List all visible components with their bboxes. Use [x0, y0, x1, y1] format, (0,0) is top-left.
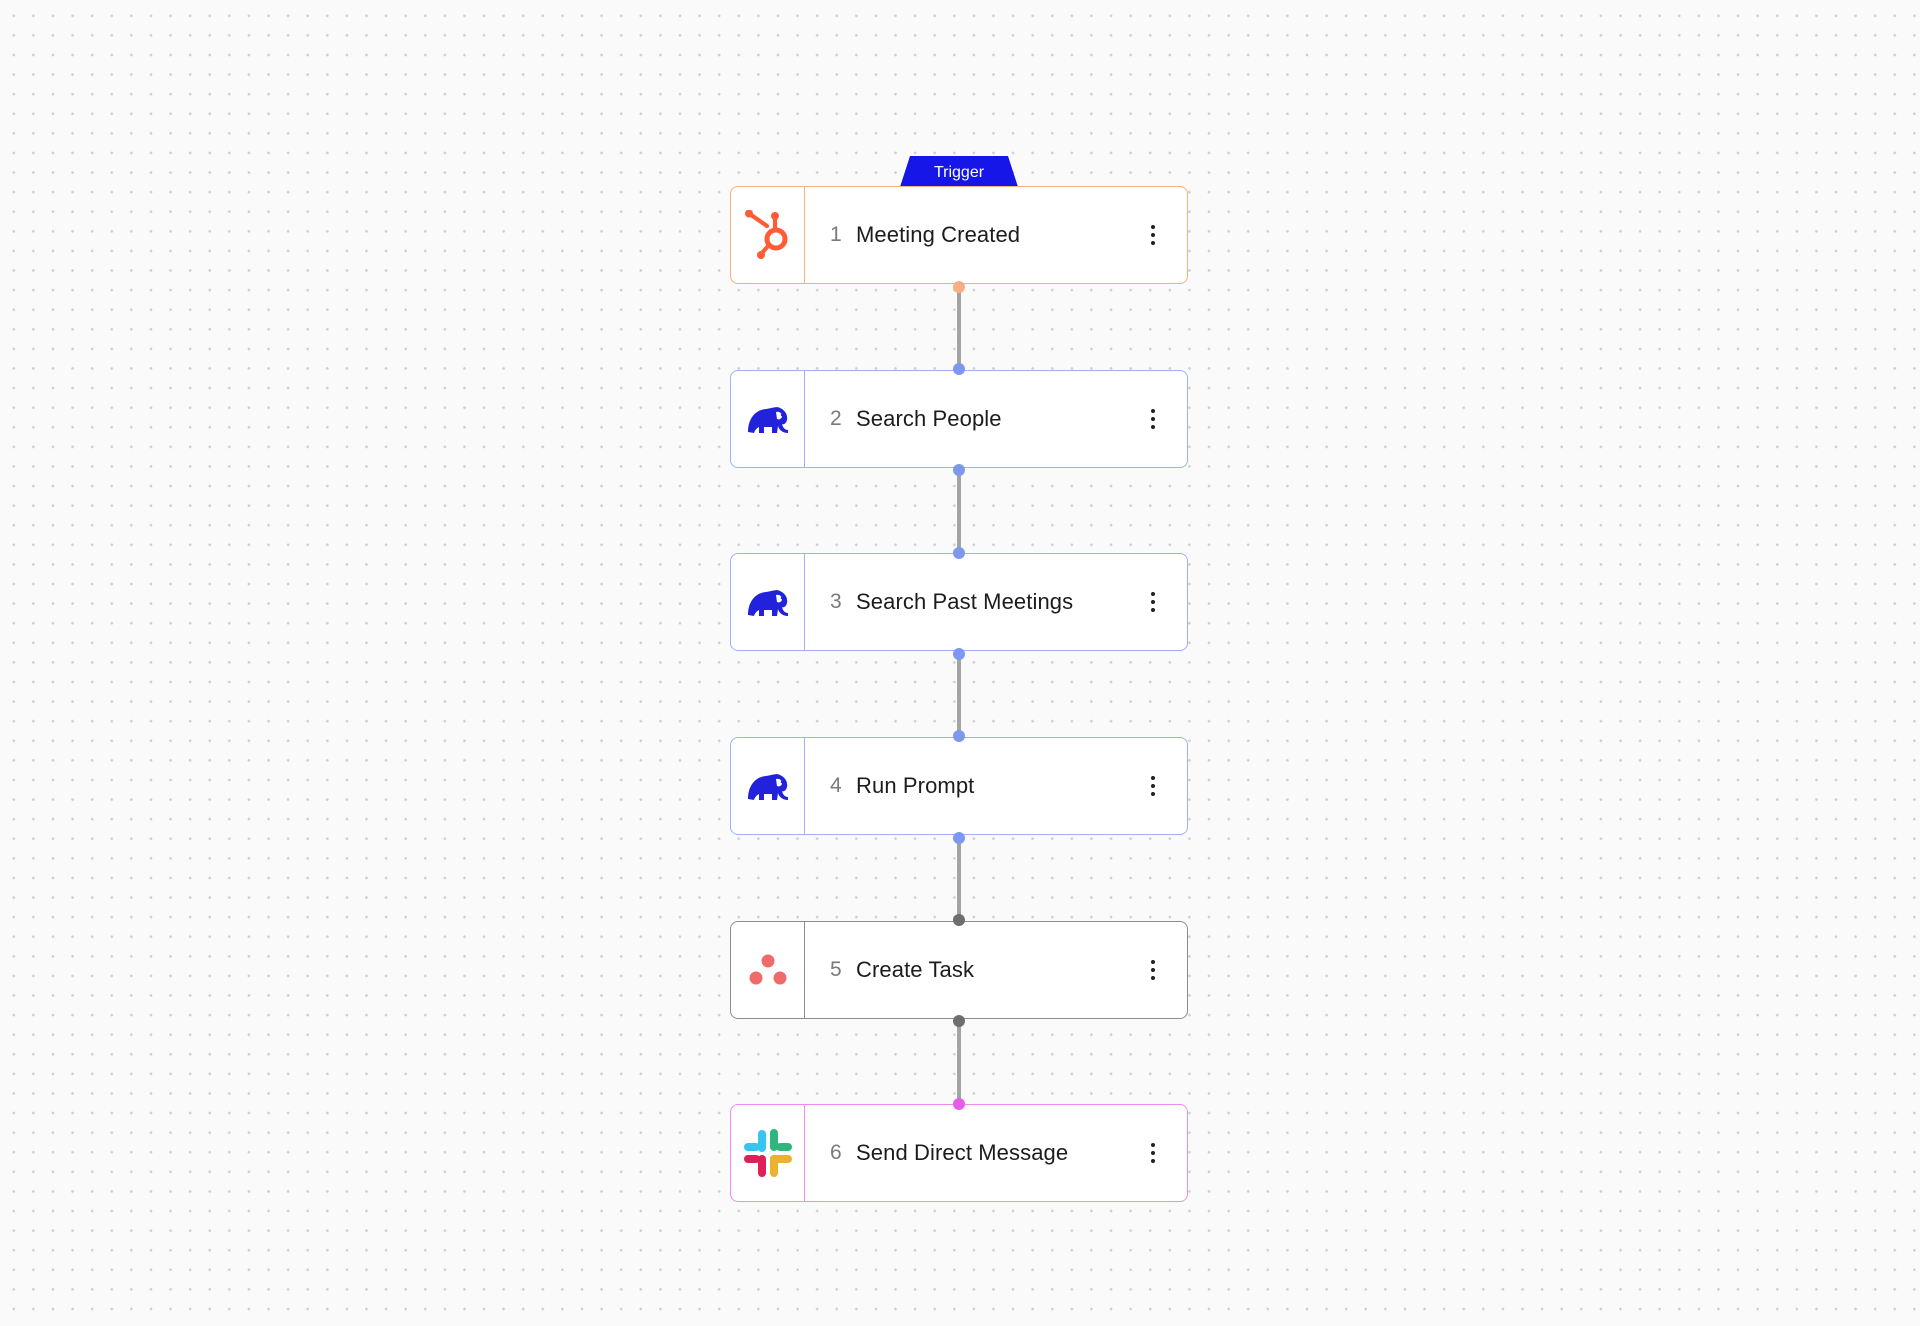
- step-title: Send Direct Message: [856, 1140, 1069, 1165]
- elephant-icon: [747, 407, 788, 433]
- output-port-step-2[interactable]: [953, 464, 965, 476]
- connector-5-6: [957, 1022, 961, 1104]
- kebab-menu-icon[interactable]: [1143, 766, 1163, 806]
- step-app-icon-cell: [731, 922, 805, 1018]
- step-app-icon-cell: [731, 738, 805, 834]
- step-title: Search Past Meetings: [856, 589, 1074, 614]
- step-number: 6: [830, 1141, 842, 1164]
- step-app-icon-cell: [731, 554, 805, 650]
- step-node-meeting-created[interactable]: 1 Meeting Created: [730, 186, 1188, 284]
- step-node-create-task[interactable]: 5 Create Task: [730, 921, 1188, 1019]
- output-port-step-5[interactable]: [953, 1015, 965, 1027]
- step-node-run-prompt[interactable]: 4 Run Prompt: [730, 737, 1188, 835]
- kebab-menu-icon[interactable]: [1143, 399, 1163, 439]
- connector-1-2: [957, 288, 961, 370]
- output-port-step-3[interactable]: [953, 648, 965, 660]
- step-title: Create Task: [856, 957, 975, 982]
- step-node-search-people[interactable]: 2 Search People: [730, 370, 1188, 468]
- step-title: Run Prompt: [856, 773, 975, 798]
- input-port-step-5[interactable]: [953, 914, 965, 926]
- output-port-step-4[interactable]: [953, 832, 965, 844]
- elephant-icon: [747, 774, 788, 800]
- step-node-send-direct-message[interactable]: 6 Send Direct Message: [730, 1104, 1188, 1202]
- slack-icon: [743, 1129, 792, 1177]
- input-port-step-3[interactable]: [953, 547, 965, 559]
- step-title: Meeting Created: [856, 222, 1021, 247]
- input-port-step-2[interactable]: [953, 363, 965, 375]
- input-port-step-6[interactable]: [953, 1098, 965, 1110]
- asana-icon: [749, 954, 786, 985]
- connector-2-3: [957, 471, 961, 553]
- kebab-menu-icon[interactable]: [1143, 582, 1163, 622]
- step-app-icon-cell: [731, 1105, 805, 1201]
- trigger-badge: Trigger: [900, 156, 1018, 187]
- step-number: 1: [830, 223, 842, 246]
- connector-3-4: [957, 655, 961, 737]
- step-app-icon-cell: [731, 371, 805, 467]
- kebab-menu-icon[interactable]: [1143, 950, 1163, 990]
- step-number: 2: [830, 407, 842, 430]
- kebab-menu-icon[interactable]: [1143, 1133, 1163, 1173]
- step-node-search-past-meetings[interactable]: 3 Search Past Meetings: [730, 553, 1188, 651]
- output-port-step-1[interactable]: [953, 281, 965, 293]
- elephant-icon: [747, 590, 788, 616]
- step-number: 5: [830, 958, 842, 981]
- hubspot-icon: [744, 210, 787, 259]
- step-title: Search People: [856, 406, 1002, 431]
- input-port-step-4[interactable]: [953, 730, 965, 742]
- kebab-menu-icon[interactable]: [1143, 215, 1163, 255]
- step-app-icon-cell: [731, 187, 805, 283]
- step-number: 4: [830, 774, 842, 797]
- connector-4-5: [957, 839, 961, 921]
- step-number: 3: [830, 590, 842, 613]
